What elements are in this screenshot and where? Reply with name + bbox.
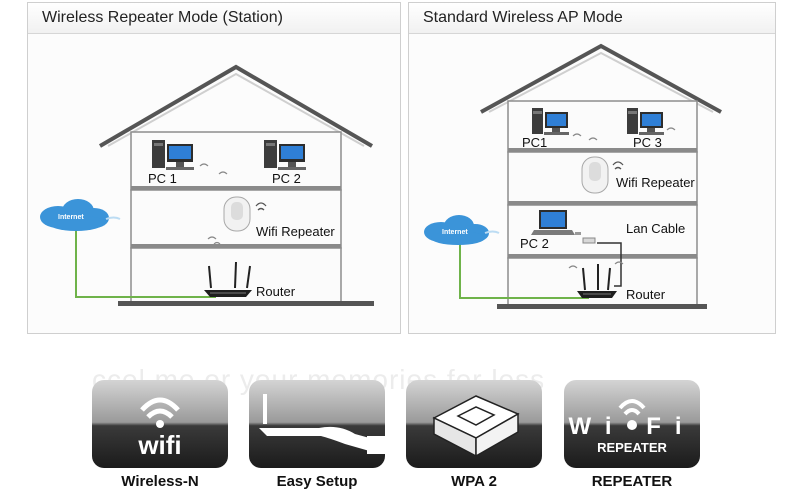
internet-cloud-icon: Internet	[40, 199, 109, 231]
feature-tile-repeater: Wi Fi REPEATER	[564, 380, 700, 468]
pc-1-icon	[152, 140, 194, 170]
router-label: Router	[256, 284, 296, 299]
pc-2-label: PC 2	[520, 236, 549, 251]
pc-2-icon	[264, 140, 306, 170]
wifi-repeater-badge-icon: Wi Fi REPEATER	[568, 399, 695, 455]
wifi-repeater-icon	[223, 196, 267, 232]
pc-1-label: PC 1	[148, 171, 177, 186]
repeater-mode-diagram: Internet PC 1 PC 2	[40, 64, 374, 306]
house-ground	[118, 301, 374, 306]
repeater-mode-panel: Wireless Repeater Mode (Station) Interne…	[27, 2, 401, 334]
repeater-label: Wifi Repeater	[256, 224, 335, 239]
feature-label-easy-setup: Easy Setup	[276, 473, 358, 490]
wifi-icon: wifi	[137, 397, 182, 460]
lan-cable-label: Lan Cable	[626, 221, 685, 236]
pc-3-label: PC 3	[633, 135, 662, 150]
lan-cable-line	[597, 242, 622, 287]
router-icon	[204, 261, 252, 297]
ap-mode-diagram: Internet PC1 PC 3 Wif	[424, 43, 722, 309]
feature-label-wireless-n: Wireless-N	[121, 473, 199, 490]
internet-label: Internet	[442, 229, 468, 236]
pc-2-label: PC 2	[272, 171, 301, 186]
internet-cable	[75, 224, 216, 298]
feature-label-wpa2: WPA 2	[451, 473, 497, 490]
repeater-label: Wifi Repeater	[616, 175, 695, 190]
internet-cloud-icon: Internet	[424, 215, 489, 245]
feature-tile-easy-setup	[249, 380, 385, 468]
wifi-badge-text: Wi Fi	[568, 413, 695, 440]
house-roof	[480, 43, 722, 114]
pc-1-label: PC1	[522, 135, 547, 150]
wifi-repeater-icon	[581, 156, 624, 194]
ap-mode-panel: Standard Wireless AP Mode Internet	[408, 2, 776, 334]
feature-tile-wifi: wifi	[92, 380, 228, 468]
feature-tile-wpa2	[406, 380, 542, 468]
internet-cable	[459, 240, 589, 299]
pc-1-icon	[532, 108, 569, 135]
panel-title: Wireless Repeater Mode (Station)	[28, 3, 400, 34]
wifi-icon-text: wifi	[137, 430, 181, 460]
router-icon	[577, 264, 617, 298]
house-ground	[497, 304, 707, 309]
easy-setup-icon	[259, 394, 385, 454]
panel-title: Standard Wireless AP Mode	[409, 3, 775, 34]
laptop-pc-2-icon	[531, 210, 596, 244]
house-roof	[98, 64, 374, 148]
pc-3-icon	[627, 108, 664, 135]
repeater-badge-text: REPEATER	[597, 440, 667, 455]
feature-label-repeater: REPEATER	[591, 473, 673, 490]
wpa2-box-icon	[432, 395, 520, 458]
internet-label: Internet	[58, 214, 84, 221]
router-label: Router	[626, 287, 666, 302]
